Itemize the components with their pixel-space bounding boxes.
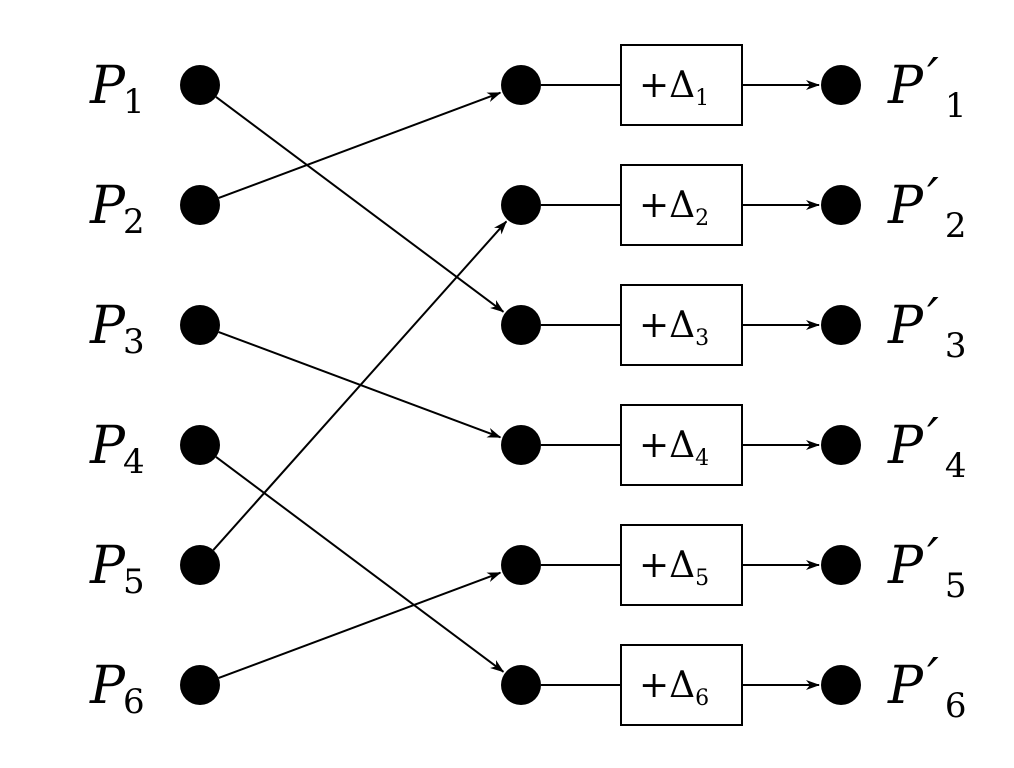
output-label-subscript: 6 bbox=[945, 686, 967, 726]
permutation-arrow-2-to-1 bbox=[218, 91, 502, 199]
nodes bbox=[180, 65, 861, 705]
output-label-base: P bbox=[887, 296, 924, 356]
output-node-5 bbox=[821, 545, 861, 585]
output-node-1 bbox=[821, 65, 861, 105]
output-label-base: P bbox=[887, 56, 924, 116]
permutation-arrow-1-to-3 bbox=[215, 96, 505, 313]
input-label-4: P4 bbox=[89, 416, 145, 482]
delta-subscript: 2 bbox=[695, 206, 709, 231]
delta-box-label-5: +Δ5 bbox=[639, 545, 709, 591]
input-label-base: P bbox=[89, 176, 126, 236]
output-label-2: P′2 bbox=[887, 168, 966, 246]
delta-subscript: 4 bbox=[695, 446, 709, 471]
permutation-arrow-6-to-5 bbox=[218, 571, 502, 679]
output-label-6: P′6 bbox=[887, 648, 966, 726]
output-label-subscript: 2 bbox=[945, 206, 967, 246]
input-label-subscript: 5 bbox=[123, 562, 145, 602]
input-node-6 bbox=[180, 665, 220, 705]
input-label-subscript: 2 bbox=[123, 202, 145, 242]
output-node-6 bbox=[821, 665, 861, 705]
delta-box-label-1: +Δ1 bbox=[639, 65, 709, 111]
output-label-subscript: 4 bbox=[945, 446, 967, 486]
input-node-1 bbox=[180, 65, 220, 105]
delta-box-4 bbox=[620, 404, 743, 486]
output-node-2 bbox=[821, 185, 861, 225]
output-label-base: P bbox=[887, 176, 924, 236]
middle-node-5 bbox=[501, 545, 541, 585]
input-node-2 bbox=[180, 185, 220, 225]
middle-node-3 bbox=[501, 305, 541, 345]
delta-box-2 bbox=[620, 164, 743, 246]
output-label-base: P bbox=[887, 656, 924, 716]
input-node-5 bbox=[180, 545, 220, 585]
delta-operator: +Δ bbox=[639, 305, 695, 346]
operation-boxes: +Δ1+Δ2+Δ3+Δ4+Δ5+Δ6 bbox=[620, 44, 743, 726]
output-node-3 bbox=[821, 305, 861, 345]
delta-operator: +Δ bbox=[639, 665, 695, 706]
connection-lines bbox=[212, 80, 820, 690]
output-node-4 bbox=[821, 425, 861, 465]
output-label-base: P bbox=[887, 416, 924, 476]
input-label-1: P1 bbox=[89, 56, 145, 122]
output-label-subscript: 5 bbox=[945, 566, 967, 606]
output-label-3: P′3 bbox=[887, 288, 966, 366]
output-label-prime: ′ bbox=[927, 168, 939, 228]
delta-box-3 bbox=[620, 284, 743, 366]
output-label-prime: ′ bbox=[927, 48, 939, 108]
delta-box-label-6: +Δ6 bbox=[639, 665, 709, 711]
permutation-arrow-4-to-6 bbox=[215, 456, 505, 673]
delta-box-5 bbox=[620, 524, 743, 606]
permutation-arrow-5-to-2 bbox=[212, 220, 508, 551]
input-label-subscript: 3 bbox=[123, 322, 145, 362]
delta-operator: +Δ bbox=[639, 65, 695, 106]
delta-operator: +Δ bbox=[639, 545, 695, 586]
input-label-6: P6 bbox=[89, 656, 145, 722]
input-label-base: P bbox=[89, 296, 126, 356]
delta-box-label-2: +Δ2 bbox=[639, 185, 709, 231]
delta-subscript: 3 bbox=[695, 326, 709, 351]
delta-operator: +Δ bbox=[639, 185, 695, 226]
input-label-2: P2 bbox=[89, 176, 145, 242]
middle-node-2 bbox=[501, 185, 541, 225]
input-label-base: P bbox=[89, 416, 126, 476]
input-node-4 bbox=[180, 425, 220, 465]
input-label-subscript: 6 bbox=[123, 682, 145, 722]
input-label-3: P3 bbox=[89, 296, 145, 362]
middle-node-4 bbox=[501, 425, 541, 465]
output-label-4: P′4 bbox=[887, 408, 966, 486]
output-label-subscript: 1 bbox=[945, 86, 967, 126]
delta-box-label-4: +Δ4 bbox=[639, 425, 709, 471]
output-label-prime: ′ bbox=[927, 408, 939, 468]
input-label-subscript: 1 bbox=[123, 82, 145, 122]
output-label-1: P′1 bbox=[887, 48, 966, 126]
input-node-3 bbox=[180, 305, 220, 345]
output-label-base: P bbox=[887, 536, 924, 596]
delta-box-label-3: +Δ3 bbox=[639, 305, 709, 351]
delta-subscript: 5 bbox=[695, 566, 709, 591]
delta-box-1 bbox=[620, 44, 743, 126]
delta-box-6 bbox=[620, 644, 743, 726]
input-label-5: P5 bbox=[89, 536, 145, 602]
delta-operator: +Δ bbox=[639, 425, 695, 466]
middle-node-1 bbox=[501, 65, 541, 105]
input-label-base: P bbox=[89, 656, 126, 716]
input-label-base: P bbox=[89, 536, 126, 596]
input-label-base: P bbox=[89, 56, 126, 116]
output-label-prime: ′ bbox=[927, 528, 939, 588]
middle-node-6 bbox=[501, 665, 541, 705]
output-label-prime: ′ bbox=[927, 648, 939, 708]
output-label-subscript: 3 bbox=[945, 326, 967, 366]
delta-subscript: 1 bbox=[695, 86, 709, 111]
delta-subscript: 6 bbox=[695, 686, 709, 711]
input-label-subscript: 4 bbox=[123, 442, 145, 482]
output-label-prime: ′ bbox=[927, 288, 939, 348]
output-label-5: P′5 bbox=[887, 528, 966, 606]
